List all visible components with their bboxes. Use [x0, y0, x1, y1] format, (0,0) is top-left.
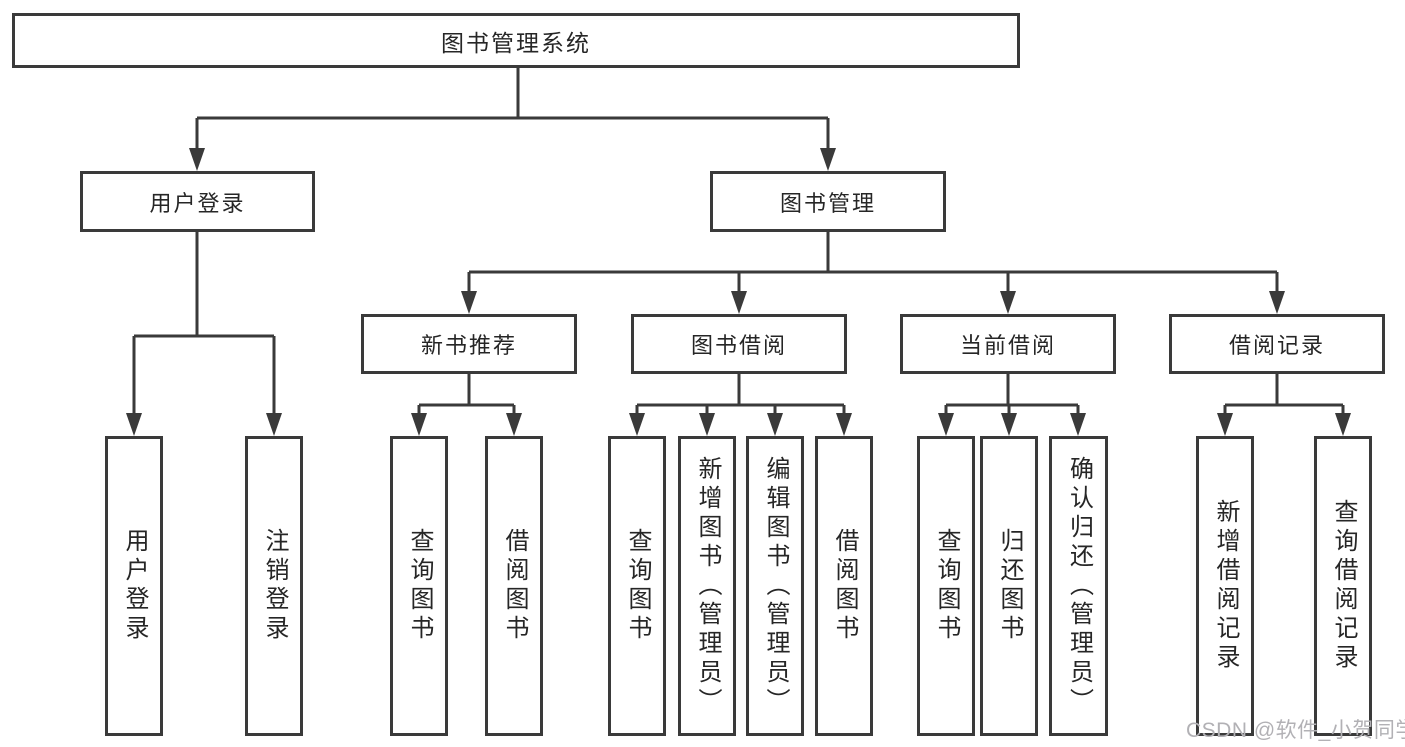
edge-currentborrow-to-leaves: [944, 374, 1080, 415]
leaf-recommend-borrow-books-label: 借阅图书: [501, 528, 528, 644]
node-book-borrow-label: 图书借阅: [690, 333, 787, 358]
watermark: CSDN @软件_小贺同学: [1186, 719, 1405, 742]
arrow-down-icon: [629, 413, 645, 436]
leaf-borrow-books: 借阅图书: [815, 436, 873, 736]
leaf-recommend-query-books-label: 查询图书: [406, 528, 433, 644]
node-user-login: 用户登录: [80, 171, 315, 232]
leaf-confirm-return-admin: 确认归还（管理员）: [1049, 436, 1108, 736]
leaf-add-books-admin-label: 新增图书（管理员）: [694, 455, 721, 717]
edge-root-to-level2: [195, 67, 830, 150]
arrow-down-icon: [506, 413, 522, 436]
leaf-edit-books-admin: 编辑图书（管理员）: [746, 436, 804, 736]
leaf-add-borrow-record: 新增借阅记录: [1196, 436, 1254, 736]
arrow-down-icon: [1000, 291, 1016, 314]
leaf-confirm-return-admin-label: 确认归还（管理员）: [1065, 455, 1093, 717]
leaf-logout-label: 注销登录: [261, 528, 288, 644]
edge-newbook-to-leaves: [417, 374, 516, 415]
leaf-user-login-label: 用户登录: [121, 528, 148, 644]
arrow-down-icon: [1070, 413, 1086, 436]
node-root: 图书管理系统: [12, 13, 1020, 68]
arrow-down-icon: [820, 148, 836, 171]
arrow-down-icon: [1335, 413, 1351, 436]
leaf-borrow-books-label: 借阅图书: [831, 528, 858, 644]
node-book-management-label: 图书管理: [779, 190, 876, 216]
arrow-down-icon: [938, 413, 954, 436]
node-new-book-recommend-label: 新书推荐: [420, 333, 517, 358]
arrow-down-icon: [699, 413, 715, 436]
node-current-borrow-label: 当前借阅: [959, 333, 1056, 358]
leaf-return-books-label: 归还图书: [996, 528, 1023, 644]
arrow-down-icon: [266, 413, 282, 436]
node-new-book-recommend: 新书推荐: [361, 314, 577, 374]
leaf-borrow-query-books: 查询图书: [608, 436, 666, 736]
node-book-borrow: 图书借阅: [631, 314, 847, 374]
arrow-down-icon: [126, 413, 142, 436]
arrow-down-icon: [731, 291, 747, 314]
node-borrow-records: 借阅记录: [1169, 314, 1385, 374]
arrow-down-icon: [767, 413, 783, 436]
leaf-return-books: 归还图书: [980, 436, 1038, 736]
edge-userlogin-to-leaves: [132, 232, 276, 415]
leaf-borrow-query-books-label: 查询图书: [624, 528, 651, 644]
arrow-down-icon: [1217, 413, 1233, 436]
leaf-user-login: 用户登录: [105, 436, 163, 736]
node-user-login-label: 用户登录: [149, 190, 246, 216]
node-borrow-records-label: 借阅记录: [1228, 333, 1325, 358]
edge-bookmgmt-to-level3: [467, 232, 1279, 293]
arrow-down-icon: [189, 148, 205, 171]
tree-edges: [132, 67, 1345, 415]
leaf-add-borrow-record-label: 新增借阅记录: [1212, 499, 1239, 673]
leaf-recommend-borrow-books: 借阅图书: [485, 436, 543, 736]
leaf-query-borrow-record-label: 查询借阅记录: [1330, 499, 1357, 673]
leaf-query-borrow-record: 查询借阅记录: [1314, 436, 1372, 736]
leaf-edit-books-admin-label: 编辑图书（管理员）: [762, 455, 789, 717]
arrowheads: [126, 148, 1351, 436]
leaf-add-books-admin: 新增图书（管理员）: [678, 436, 736, 736]
leaf-recommend-query-books: 查询图书: [390, 436, 448, 736]
node-root-label: 图书管理系统: [441, 29, 591, 56]
arrow-down-icon: [1269, 291, 1285, 314]
arrow-down-icon: [461, 291, 477, 314]
edge-borrowrecord-to-leaves: [1223, 374, 1345, 415]
node-current-borrow: 当前借阅: [900, 314, 1116, 374]
edge-bookborrow-to-leaves: [635, 374, 846, 415]
leaf-logout: 注销登录: [245, 436, 303, 736]
arrow-down-icon: [836, 413, 852, 436]
arrow-down-icon: [411, 413, 427, 436]
node-book-management: 图书管理: [710, 171, 946, 232]
leaf-current-query-books-label: 查询图书: [933, 528, 960, 644]
arrow-down-icon: [1001, 413, 1017, 436]
leaf-current-query-books: 查询图书: [917, 436, 975, 736]
